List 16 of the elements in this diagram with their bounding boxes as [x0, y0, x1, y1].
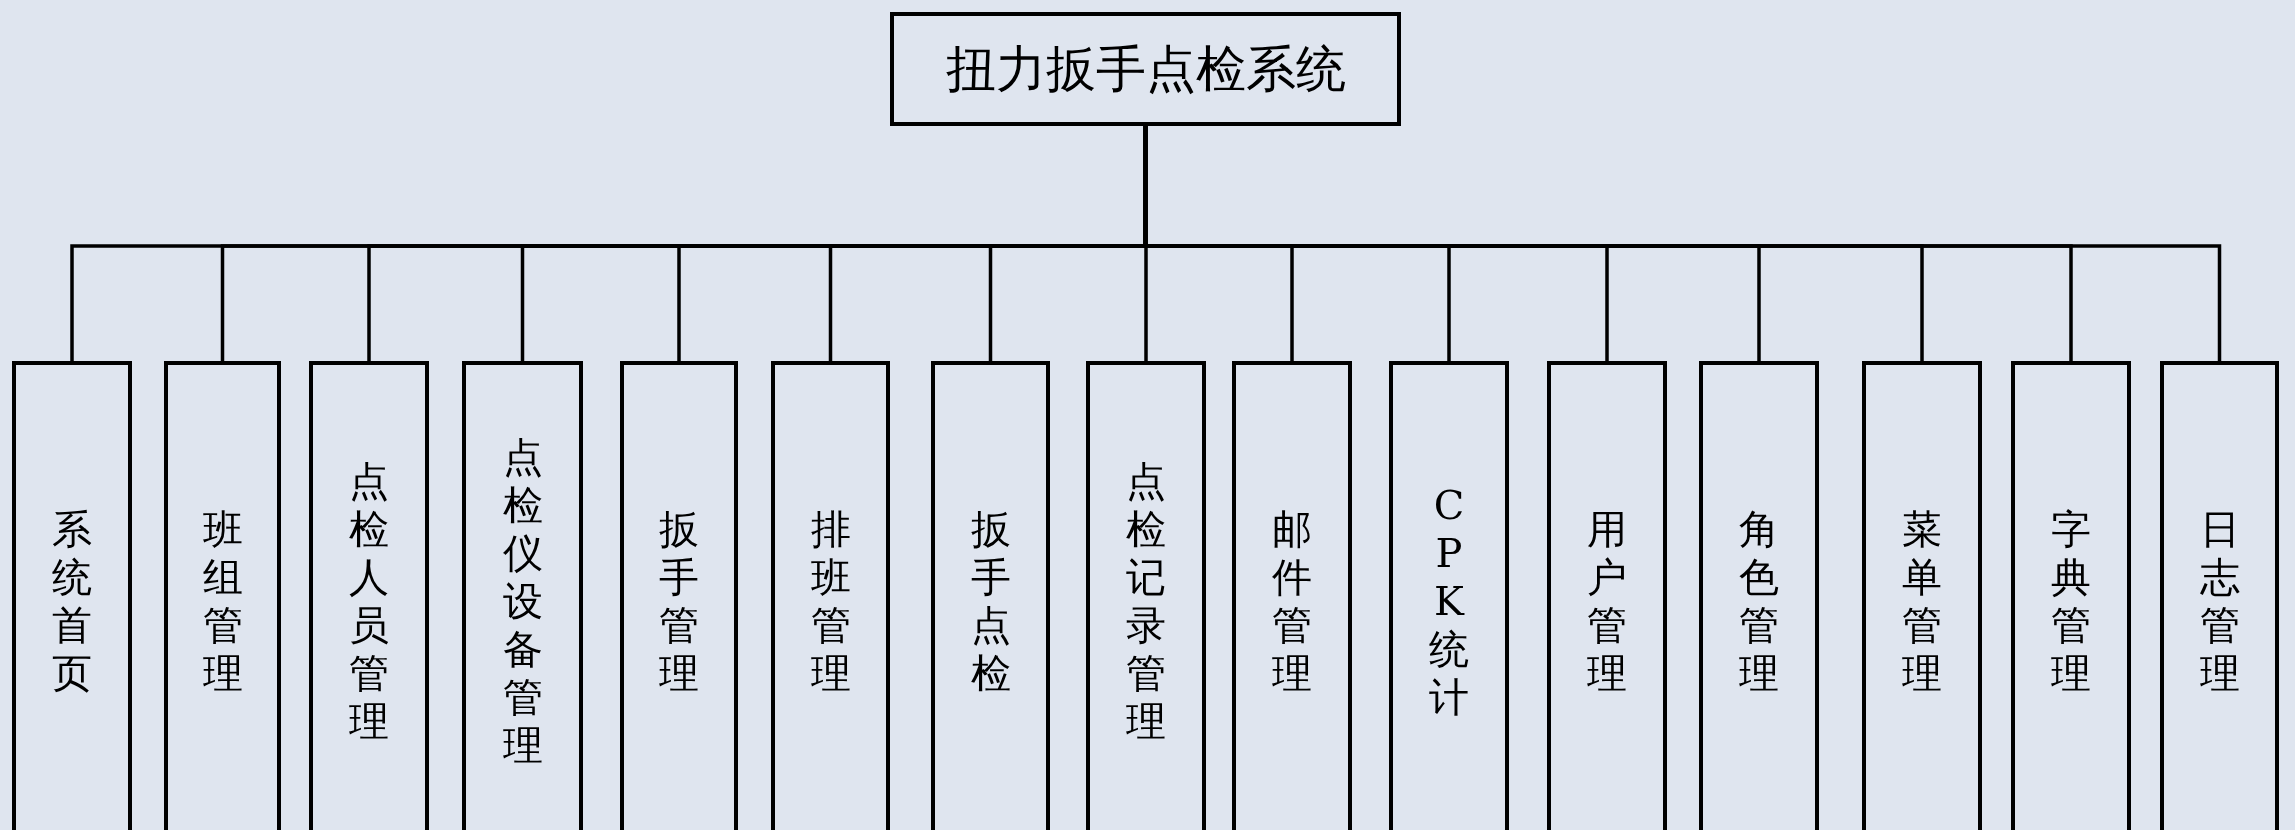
module-box: 点检记录管理 — [1086, 361, 1206, 830]
module-box: 点检人员管理 — [309, 361, 429, 830]
module-box: 邮件管理 — [1232, 361, 1352, 830]
module-box: CPK统计 — [1389, 361, 1509, 830]
module-box: 菜单管理 — [1862, 361, 1982, 830]
module-box: 日志管理 — [2160, 361, 2279, 830]
system-box: 扭力扳手点检系统 — [890, 12, 1401, 126]
module-box: 班组管理 — [164, 361, 281, 830]
module-box: 扳手管理 — [620, 361, 738, 830]
module-box: 字典管理 — [2011, 361, 2131, 830]
module-box: 系统首页 — [12, 361, 132, 830]
module-box: 点检仪设备管理 — [462, 361, 583, 830]
module-box: 扳手点检 — [931, 361, 1050, 830]
module-box: 角色管理 — [1699, 361, 1819, 830]
module-box: 排班管理 — [771, 361, 890, 830]
module-box: 用户管理 — [1547, 361, 1667, 830]
